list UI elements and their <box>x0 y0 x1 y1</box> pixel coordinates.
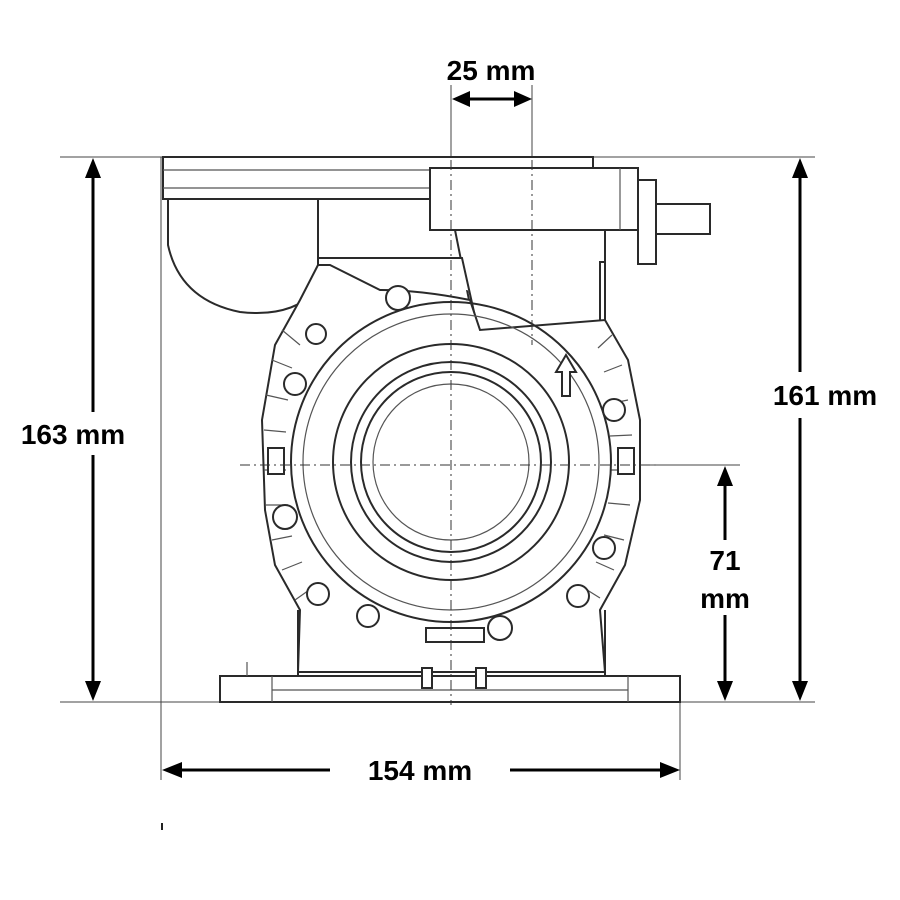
housing-bolts <box>272 285 626 641</box>
label-shaft-height-value: 71 <box>709 545 740 576</box>
label-shaft-height-unit: mm <box>700 583 750 614</box>
flow-direction-icon <box>554 353 578 397</box>
pump-body <box>162 156 711 703</box>
stray-mark <box>161 823 163 830</box>
label-base-width: 154 mm <box>368 755 472 786</box>
label-total-height-left: 163 mm <box>21 419 125 450</box>
dimension-154mm <box>162 762 680 778</box>
dimension-25mm <box>452 91 532 107</box>
label-port-width: 25 mm <box>447 55 536 86</box>
label-total-height-right: 161 mm <box>773 380 877 411</box>
center-lines <box>240 160 660 705</box>
dimension-71mm <box>717 466 733 701</box>
dimension-161mm <box>792 158 808 701</box>
dimension-163mm <box>85 158 101 701</box>
